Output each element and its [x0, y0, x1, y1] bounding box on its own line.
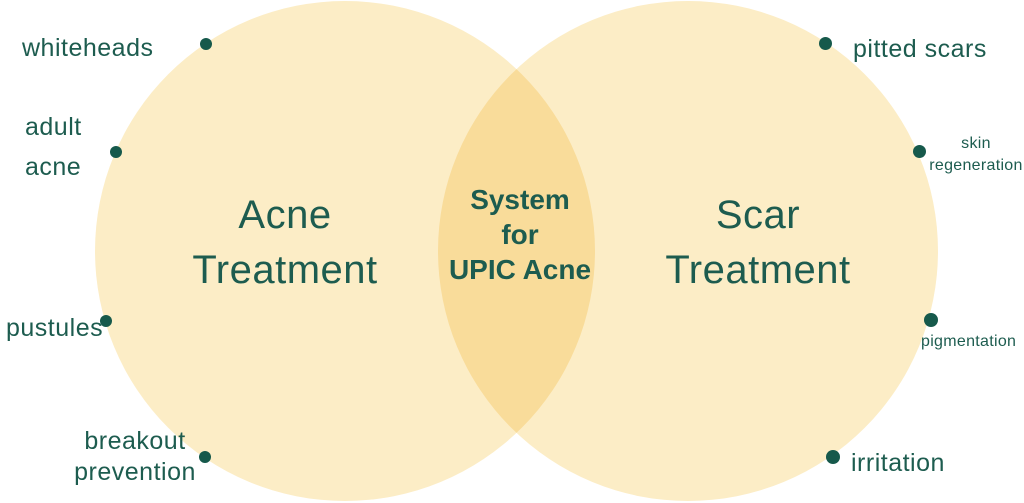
- pitted-scars-dot-marker: [819, 37, 832, 50]
- label-pustules: pustules: [6, 314, 104, 342]
- whiteheads-dot-marker: [200, 38, 212, 50]
- label-pigmentation: pigmentation: [921, 333, 1017, 350]
- label-irritation: irritation: [851, 449, 945, 477]
- label-pitted-scars: pitted scars: [853, 35, 987, 63]
- intersection-label: System for UPIC Acne: [448, 184, 592, 285]
- label-adult-acne: adult acne: [25, 113, 82, 181]
- left-circle-title: Acne Treatment: [192, 193, 378, 292]
- breakout-prevention-dot-marker: [199, 451, 211, 463]
- right-circle-title: Scar Treatment: [665, 193, 851, 292]
- label-breakout-prevention: breakout prevention: [74, 427, 196, 486]
- adult-acne-dot-marker: [110, 146, 122, 158]
- skin-regeneration-dot-marker: [913, 145, 926, 158]
- pigmentation-dot-marker: [924, 313, 938, 327]
- scar-treatment-circle: [438, 1, 938, 501]
- irritation-dot-marker: [826, 450, 840, 464]
- pustules-dot-marker: [100, 315, 112, 327]
- label-whiteheads: whiteheads: [22, 34, 154, 62]
- label-skin-regeneration: skin regeneration: [929, 135, 1023, 174]
